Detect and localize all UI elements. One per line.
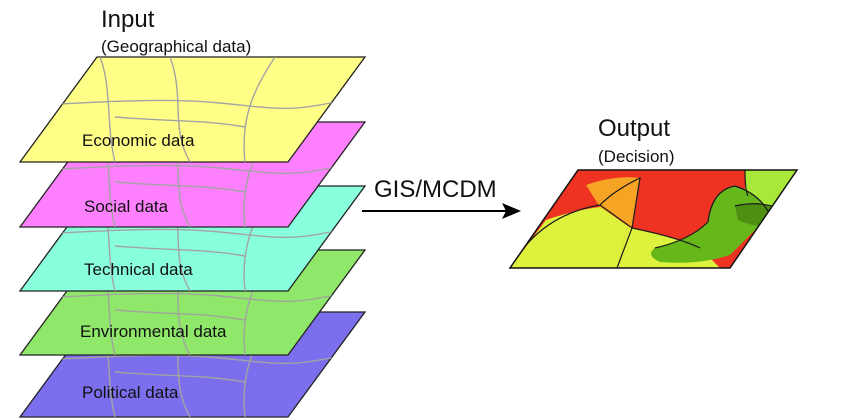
arrow-icon xyxy=(362,203,521,219)
process-label: GIS/MCDM xyxy=(374,176,497,203)
layer-label: Environmental data xyxy=(80,322,227,341)
input-title: Input xyxy=(101,6,155,33)
layer-label: Technical data xyxy=(84,260,193,279)
output-subtitle: (Decision) xyxy=(598,147,675,166)
zone-orange xyxy=(586,177,640,228)
zone-yellow-west xyxy=(510,207,628,268)
layer-label: Social data xyxy=(84,197,169,216)
output-title: Output xyxy=(598,115,670,142)
layer-label: Economic data xyxy=(82,131,195,150)
layer-label: Political data xyxy=(82,383,179,402)
decision-map xyxy=(508,169,799,269)
layer-economic-data xyxy=(18,56,367,163)
input-subtitle: (Geographical data) xyxy=(101,37,251,56)
